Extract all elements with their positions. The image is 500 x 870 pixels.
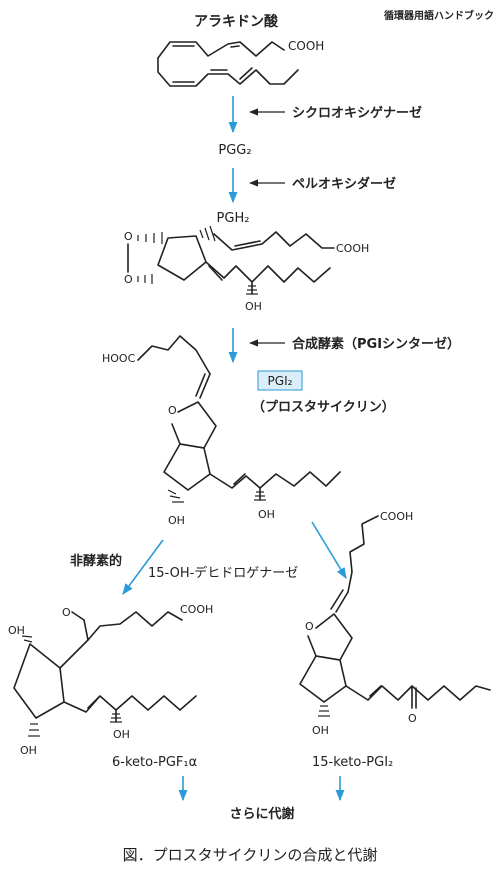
keto-pgi2-structure: COOH O OH O 15-keto-PGI₂: [299, 510, 491, 770]
keto-pgf1a-cooh: COOH: [180, 603, 213, 616]
keto-pgf1a-keto-o: O: [62, 606, 71, 619]
figure-caption: 図．プロスタサイクリンの合成と代謝: [123, 846, 378, 864]
keto-pgf1a-structure: O COOH OH OH OH 6-keto-PGF₁α: [8, 603, 213, 770]
enzyme-peroxidase: ペルオキシダーゼ: [292, 176, 396, 192]
arachidonic-acid-label: アラキドン酸: [194, 13, 279, 30]
pgh2-o-upper: O: [124, 230, 133, 243]
enzyme-dehydrogenase: 15-OH-デヒドロゲナーゼ: [148, 565, 298, 581]
keto-pgf1a-oh-bottom: OH: [20, 744, 37, 757]
arachidonic-acid-structure: アラキドン酸 COOH: [157, 13, 324, 87]
keto-pgi2-keto-o: O: [408, 712, 417, 725]
pgh2-o-lower: O: [124, 273, 133, 286]
pgh2-cooh: COOH: [336, 242, 369, 255]
arrow-dehydrogenase: [311, 521, 347, 579]
pgi2-highlight-box: [257, 370, 303, 391]
keto-pgi2-oh-ring: OH: [312, 724, 329, 737]
pgh2-label: PGH₂: [217, 211, 250, 226]
pgg2-label: PGG₂: [218, 143, 251, 158]
pgi2-alias: （プロスタサイクリン）: [252, 399, 395, 415]
enzyme-synthase: 合成酵素（PGIシンターゼ）: [292, 336, 460, 352]
pgi2-ring-o: O: [168, 404, 177, 417]
pgi2-hooc: HOOC: [102, 352, 136, 365]
pgi2-structure: PGI₂ （プロスタサイクリン） HOOC O OH OH: [102, 335, 395, 527]
enzyme-cyclooxygenase: シクロオキシゲナーゼ: [292, 105, 422, 121]
pgi2-oh-chain: OH: [258, 508, 275, 521]
keto-pgi2-label: 15-keto-PGI₂: [312, 755, 393, 770]
further-metabolism-label: さらに代謝: [229, 806, 294, 822]
arachidonic-acid-cooh: COOH: [288, 39, 324, 53]
keto-pgf1a-label: 6-keto-PGF₁α: [112, 755, 197, 770]
pgh2-structure: PGH₂ O O COOH OH: [124, 211, 369, 313]
keto-pgi2-cooh: COOH: [380, 510, 413, 523]
keto-pgf1a-oh-top: OH: [8, 624, 25, 637]
pgi2-label: PGI₂: [268, 374, 293, 388]
pgi2-oh-ring: OH: [168, 514, 185, 527]
keto-pgf1a-oh-chain: OH: [113, 728, 130, 741]
source-label: 循環器用語ハンドブック: [384, 9, 494, 22]
keto-pgi2-ring-o: O: [305, 620, 314, 633]
pgh2-oh: OH: [245, 300, 262, 313]
arrow-non-enzymatic: [122, 539, 164, 595]
enzyme-non-enzymatic: 非酵素的: [70, 553, 122, 569]
